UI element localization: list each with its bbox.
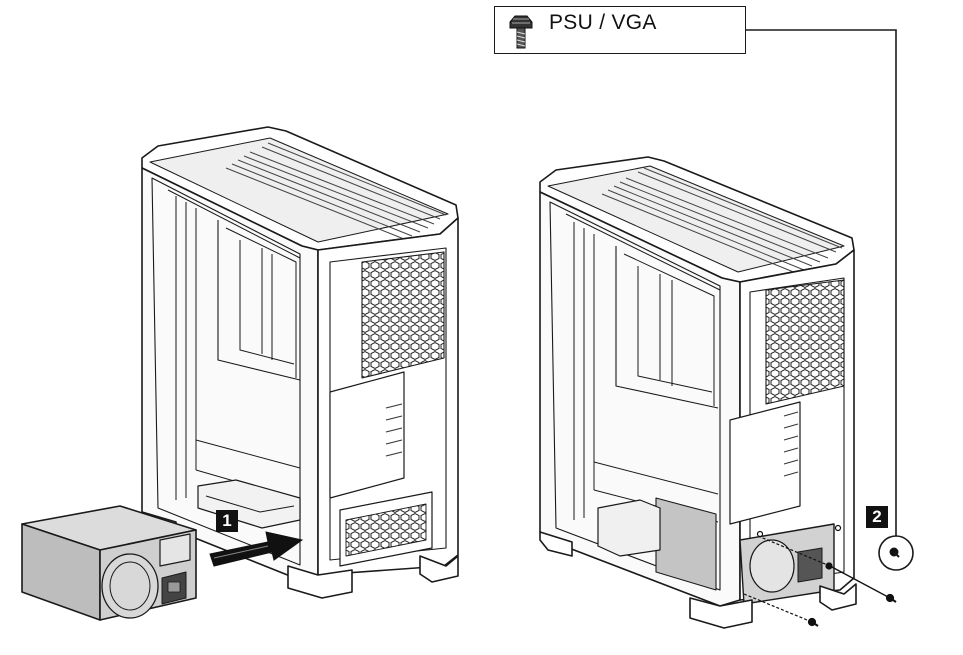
step-2-badge: 2 [866,506,888,528]
screw-icon [509,15,533,49]
psu-unit [21,505,197,621]
callout-leader [746,29,914,571]
screw-type-label: PSU / VGA [549,11,657,34]
case-right [539,156,857,629]
screws [743,524,897,627]
screw-type-callout: PSU / VGA [494,6,746,54]
insert-arrow [209,531,304,567]
case-left [141,126,459,599]
step-1-badge: 1 [216,510,238,532]
